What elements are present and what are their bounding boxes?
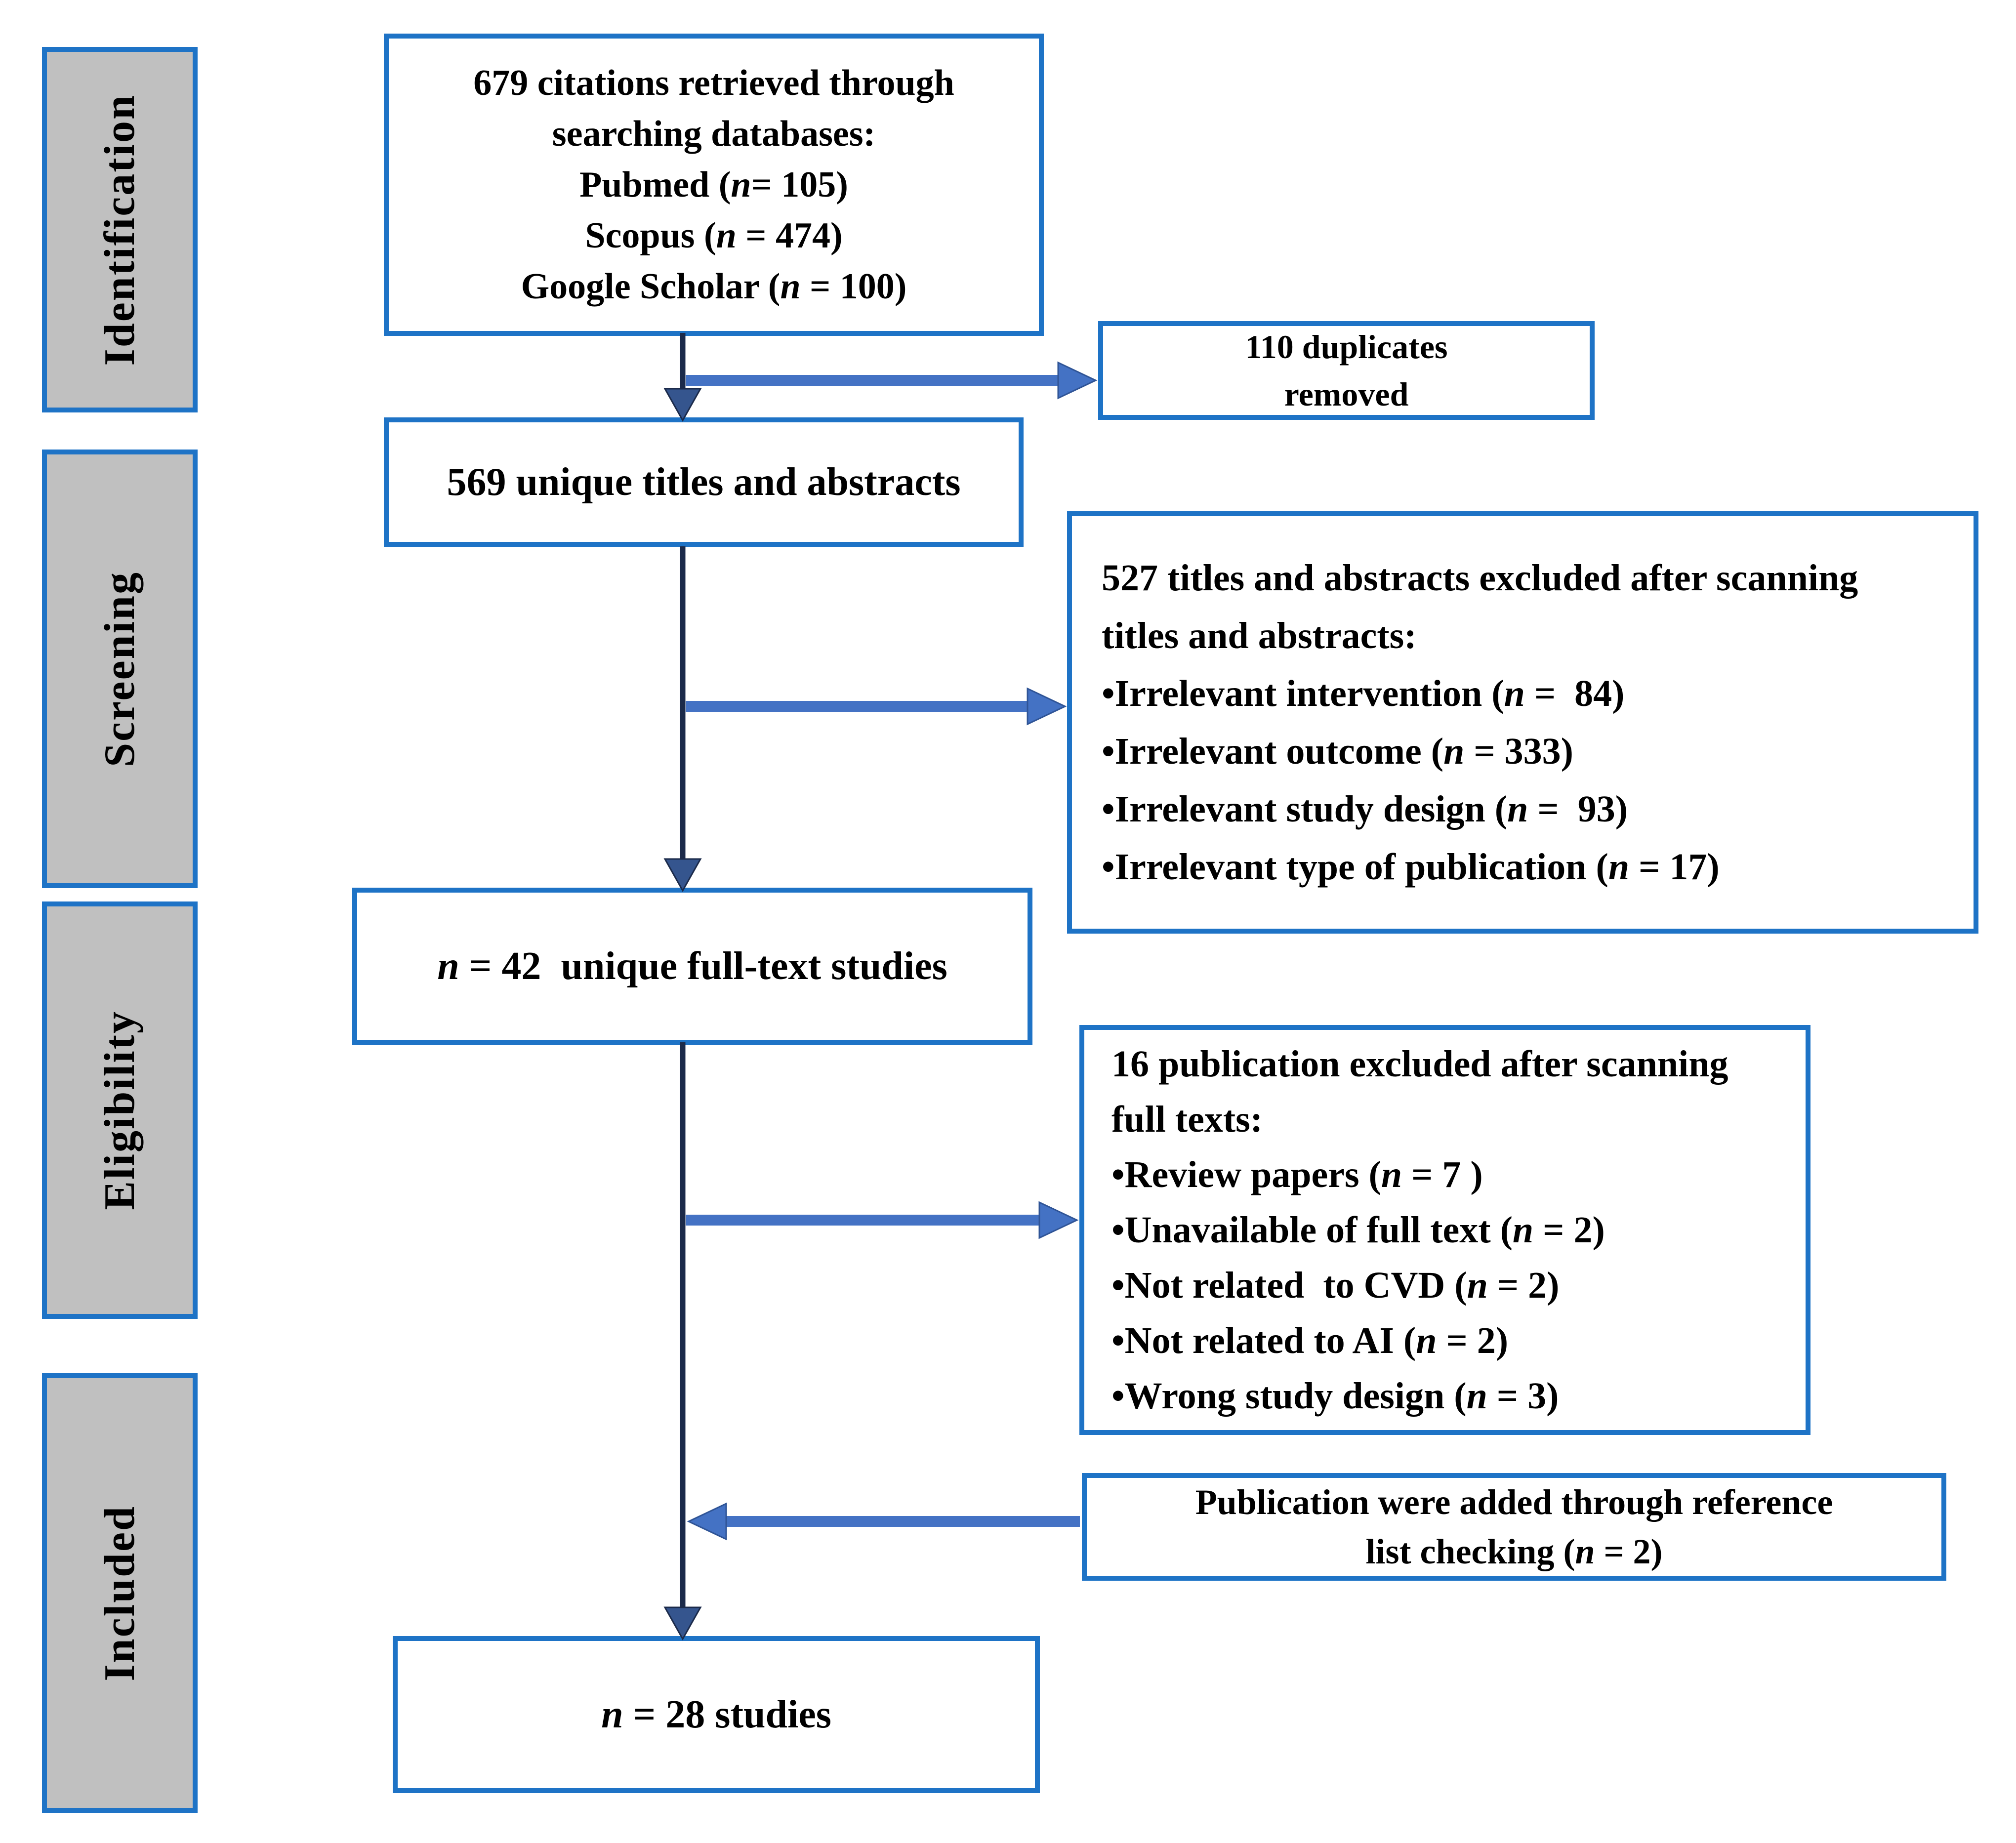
box-text-line: 110 duplicates xyxy=(1245,328,1448,366)
right-arrowhead-duplicates xyxy=(1057,361,1098,400)
unique-titles-abstracts-box: 569 unique titles and abstracts xyxy=(384,417,1024,547)
box-text-line: 569 unique titles and abstracts xyxy=(447,460,961,504)
box-text-line: •Not related to CVD (n = 2) xyxy=(1111,1265,1560,1306)
box-text-line: 679 citations retrieved through xyxy=(473,62,954,103)
included-studies-box: n = 28 studies xyxy=(393,1636,1040,1793)
box-text-line: •Irrelevant outcome (n = 333) xyxy=(1102,730,1573,772)
box-text-line: •Review papers (n = 7 ) xyxy=(1111,1154,1483,1195)
box-text-line: •Unavailable of full text (n = 2) xyxy=(1111,1209,1605,1251)
stage-eligibility: Eligibility xyxy=(42,901,198,1319)
box-text-line: full texts: xyxy=(1111,1099,1263,1140)
box-text-line: n = 42 unique full-text studies xyxy=(437,944,947,988)
box-text-line: •Irrelevant study design (n = 93) xyxy=(1102,788,1628,830)
down-arrowhead-to-screening xyxy=(663,388,702,422)
stage-screening: Screening xyxy=(42,450,198,888)
down-arrowhead-to-included xyxy=(663,1606,702,1641)
fulltext-exclusions-box: 16 publication excluded after scanning fu… xyxy=(1079,1025,1810,1435)
box-text-line: •Irrelevant intervention (n = 84) xyxy=(1102,672,1625,714)
citations-retrieved-box: 679 citations retrieved through searching… xyxy=(384,34,1044,336)
box-text-line: removed xyxy=(1284,375,1409,413)
box-text-line: n = 28 studies xyxy=(601,1693,831,1736)
box-text-line: •Wrong study design (n = 3) xyxy=(1111,1375,1559,1417)
box-text-line: •Irrelevant type of publication (n = 17) xyxy=(1102,846,1720,888)
duplicates-removed-box: 110 duplicates removed xyxy=(1098,321,1595,420)
stage-screening-label: Screening xyxy=(96,571,144,767)
title-abstract-exclusions-box: 527 titles and abstracts excluded after … xyxy=(1067,511,1978,934)
box-text-line: searching databases: xyxy=(552,113,876,154)
box-text-line: titles and abstracts: xyxy=(1102,614,1417,656)
box-text-line: Pubmed (n= 105) xyxy=(579,164,848,205)
box-text-line: Google Scholar (n = 100) xyxy=(521,266,907,307)
box-text-line: list checking (n = 2) xyxy=(1365,1532,1663,1571)
box-text-line: 527 titles and abstracts excluded after … xyxy=(1102,557,1858,599)
box-text-line: Publication were added through reference xyxy=(1195,1482,1833,1522)
stage-included-label: Included xyxy=(96,1505,144,1681)
right-arrowhead-fulltext-exclusions xyxy=(1038,1201,1079,1239)
reference-list-additions-box: Publication were added through reference… xyxy=(1082,1473,1946,1581)
stage-eligibility-label: Eligibility xyxy=(96,1010,144,1210)
down-arrowhead-to-fulltext xyxy=(663,858,702,893)
stage-included: Included xyxy=(42,1373,198,1813)
left-arrowhead-reference xyxy=(687,1502,727,1541)
box-text-line: •Not related to AI (n = 2) xyxy=(1111,1320,1509,1361)
box-text-line: Scopus (n = 474) xyxy=(585,215,843,256)
stage-identification-label: Identification xyxy=(96,93,144,366)
box-text-line: 16 publication excluded after scanning xyxy=(1111,1043,1728,1085)
right-arrowhead-title-exclusions xyxy=(1027,687,1067,726)
unique-fulltext-studies-box: n = 42 unique full-text studies xyxy=(352,888,1032,1045)
stage-identification: Identification xyxy=(42,47,198,412)
